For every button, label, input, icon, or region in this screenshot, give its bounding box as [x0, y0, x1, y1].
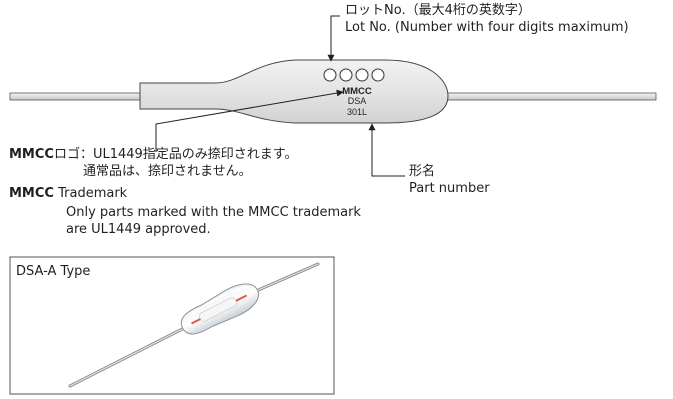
logo-note-jp-brand: MMCC [9, 147, 54, 162]
part-number-label-en: Part number [409, 181, 490, 196]
lot-number-label-jp: ロットNo.（最大4桁の英数字） [345, 3, 531, 18]
body-code-text: 301L [347, 107, 367, 117]
part-number-label-jp: 形名 [409, 164, 436, 179]
part-leader-line [368, 123, 405, 177]
trademark-note-line2: are UL1449 approved. [66, 222, 211, 237]
body-series-text: DSA [348, 96, 367, 106]
lot-digit-circle [355, 68, 369, 82]
trademark-title: MMCC Trademark [9, 186, 127, 202]
lot-number-label-en: Lot No. (Number with four digits maximum… [345, 20, 629, 35]
lot-digit-circle [371, 68, 385, 82]
lot-digit-circle [323, 68, 337, 82]
body-logo-text: MMCC [342, 86, 372, 97]
photo-box-title: DSA-A Type [16, 264, 91, 279]
component-body [139, 59, 449, 124]
logo-note-jp: MMCCロゴ：UL1449指定品のみ捺印されます。 [9, 147, 298, 163]
right-lead [442, 92, 657, 101]
diode-photo [68, 262, 320, 388]
logo-note-jp-line2: 通常品は、捺印されません。 [83, 164, 252, 179]
logo-leader-line [155, 89, 344, 152]
logo-note-jp-line1: ロゴ：UL1449指定品のみ捺印されます。 [53, 147, 298, 162]
trademark-word: Trademark [53, 186, 128, 201]
trademark-note-line1: Only parts marked with the MMCC trademar… [66, 205, 361, 220]
lot-leader-line [327, 15, 340, 62]
trademark-brand: MMCC [9, 186, 54, 201]
left-lead [9, 92, 141, 101]
lot-digit-circle [339, 68, 353, 82]
